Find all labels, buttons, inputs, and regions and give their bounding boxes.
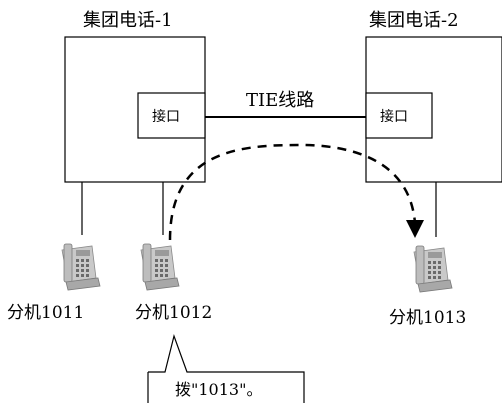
pbx-1-interface-label: 接口 (152, 108, 180, 125)
tie-line-label: TIE线路 (246, 90, 314, 111)
pbx-1-title: 集团电话-1 (83, 10, 173, 31)
desk-phone-icon (61, 243, 101, 291)
extension-1012-label: 分机1012 (135, 303, 212, 323)
callout-text: 拨"1013"。 (175, 380, 262, 399)
pbx-2-interface-box (365, 92, 433, 139)
desk-phone-icon (140, 243, 180, 291)
desk-phone-icon (413, 245, 453, 293)
dashed-call-arrow (168, 143, 417, 241)
pbx-2-interface-label: 接口 (380, 108, 408, 125)
extension-1011-label: 分机1011 (7, 303, 84, 323)
pbx-2-title: 集团电话-2 (369, 10, 459, 31)
callout-bubble (147, 333, 305, 403)
arrowhead (406, 220, 424, 238)
extension-1013-label: 分机1013 (389, 308, 466, 328)
pbx-2: 集团电话-2 接口 (365, 10, 502, 183)
pbx-1: 集团电话-1 接口 (64, 10, 206, 183)
pbx-1-interface-box (137, 92, 206, 139)
